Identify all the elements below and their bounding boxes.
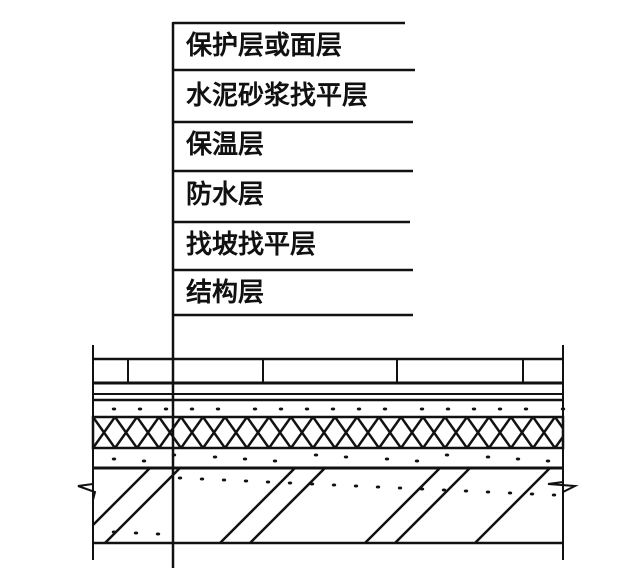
aggregate-dot	[507, 491, 513, 495]
aggregate-dot	[382, 407, 388, 411]
aggregate-dot	[485, 490, 491, 494]
aggregate-dot	[189, 407, 195, 411]
aggregate-dot	[309, 482, 315, 486]
aggregate-dot	[441, 488, 447, 492]
aggregate-dot	[397, 486, 403, 490]
aggregate-dot	[304, 407, 310, 411]
aggregate-dot	[356, 407, 362, 411]
tile-layer	[93, 357, 563, 385]
aggregate-dot	[445, 407, 451, 411]
aggregate-dot	[375, 485, 381, 489]
aggregate-dot	[313, 453, 319, 457]
aggregate-dot	[523, 407, 529, 411]
aggregate-dot	[331, 483, 337, 487]
aggregate-dot	[177, 476, 183, 480]
aggregate-dot	[242, 457, 248, 461]
aggregate-dot	[463, 489, 469, 493]
aggregate-dot	[529, 492, 535, 496]
aggregate-dot	[133, 531, 139, 535]
aggregate-dot	[252, 407, 258, 411]
aggregate-dot	[414, 459, 420, 463]
aggregate-dot	[551, 493, 557, 497]
aggregate-dot	[485, 455, 491, 459]
aggregate-dot	[343, 455, 349, 459]
aggregate-dot	[444, 453, 450, 457]
aggregate-dot	[515, 457, 521, 461]
label-protection-layer: 保护层或面层	[185, 31, 342, 61]
aggregate-dot	[163, 407, 169, 411]
aggregate-dot	[199, 477, 205, 481]
aggregate-dot	[243, 479, 249, 483]
insulation-layer	[91, 415, 565, 450]
aggregate-dot	[497, 407, 503, 411]
aggregate-dot	[111, 530, 117, 534]
label-lines	[173, 21, 415, 317]
aggregate-dot	[384, 457, 390, 461]
layer-labels: 保护层或面层 水泥砂浆找平层 保温层 防水层 找坡找平层 结构层	[185, 31, 368, 308]
label-waterproof-layer: 防水层	[186, 180, 264, 210]
aggregate-dot	[419, 487, 425, 491]
aggregate-dot	[287, 481, 293, 485]
label-mortar-leveling-layer: 水泥砂浆找平层	[186, 80, 368, 111]
aggregate-dot	[221, 478, 227, 482]
aggregate-dot	[353, 484, 359, 488]
aggregate-dot	[471, 407, 477, 411]
dotted-layer-bottom	[111, 453, 551, 463]
aggregate-dot	[111, 457, 117, 461]
concrete-slab	[93, 468, 551, 543]
aggregate-dot	[171, 453, 177, 457]
aggregate-dot	[265, 480, 271, 484]
section-drawing	[77, 345, 579, 560]
aggregate-dot	[212, 455, 218, 459]
aggregate-dot	[545, 459, 551, 463]
concrete-aggregate	[111, 476, 557, 536]
aggregate-dot	[278, 407, 284, 411]
aggregate-dot	[111, 407, 117, 411]
label-slope-leveling-layer: 找坡找平层	[186, 230, 316, 260]
aggregate-dot	[330, 407, 336, 411]
aggregate-dot	[560, 407, 566, 411]
label-structural-layer: 结构层	[186, 278, 264, 308]
label-insulation-layer: 保温层	[185, 130, 264, 160]
break-symbol-left	[77, 476, 97, 501]
aggregate-dot	[419, 407, 425, 411]
break-symbol-right	[547, 476, 579, 500]
aggregate-dot	[215, 407, 221, 411]
aggregate-dot	[137, 407, 143, 411]
dotted-layer-top	[111, 407, 566, 411]
aggregate-dot	[272, 459, 278, 463]
aggregate-dot	[141, 459, 147, 463]
aggregate-dot	[155, 532, 161, 536]
